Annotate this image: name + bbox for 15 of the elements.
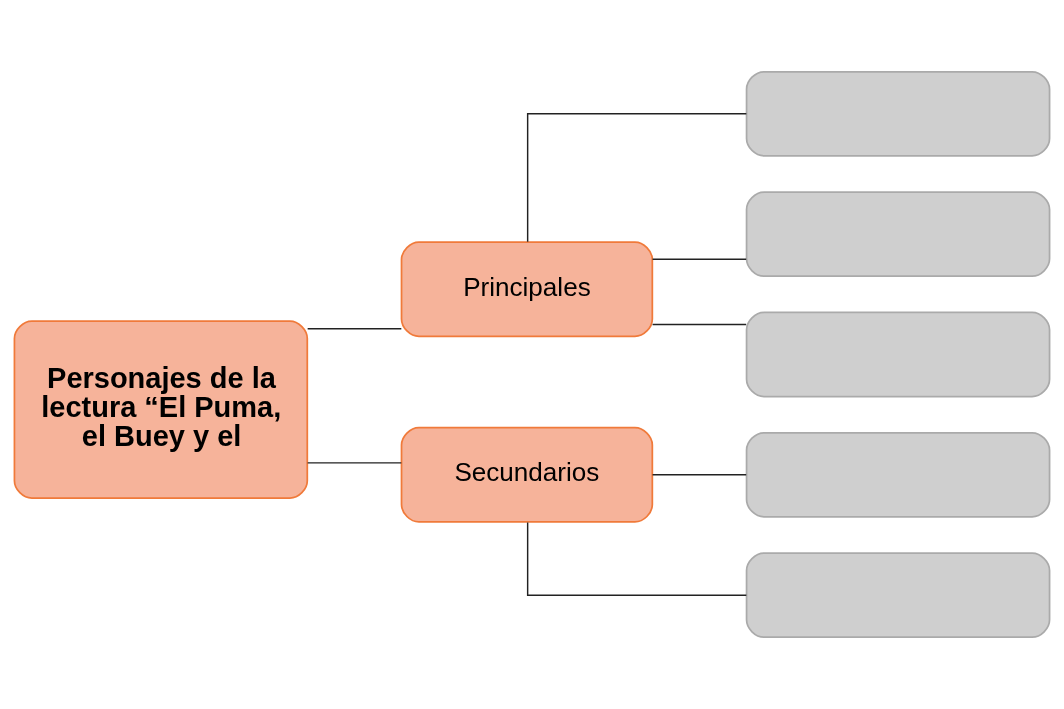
connector	[651, 323, 747, 326]
node-box: Secundarios	[400, 426, 654, 523]
connector	[306, 328, 403, 330]
connector	[526, 521, 748, 596]
node-box	[745, 311, 1051, 398]
connector	[526, 113, 748, 243]
node-box	[745, 431, 1051, 518]
connector	[306, 462, 403, 464]
node-box	[745, 552, 1051, 639]
connector	[651, 474, 747, 476]
node-box: Principales	[400, 241, 654, 338]
node-box: Personajes de la lectura “El Puma, el Buey y el	[13, 320, 309, 499]
node-box	[745, 70, 1051, 157]
connector	[651, 258, 747, 260]
node-box	[745, 191, 1051, 278]
